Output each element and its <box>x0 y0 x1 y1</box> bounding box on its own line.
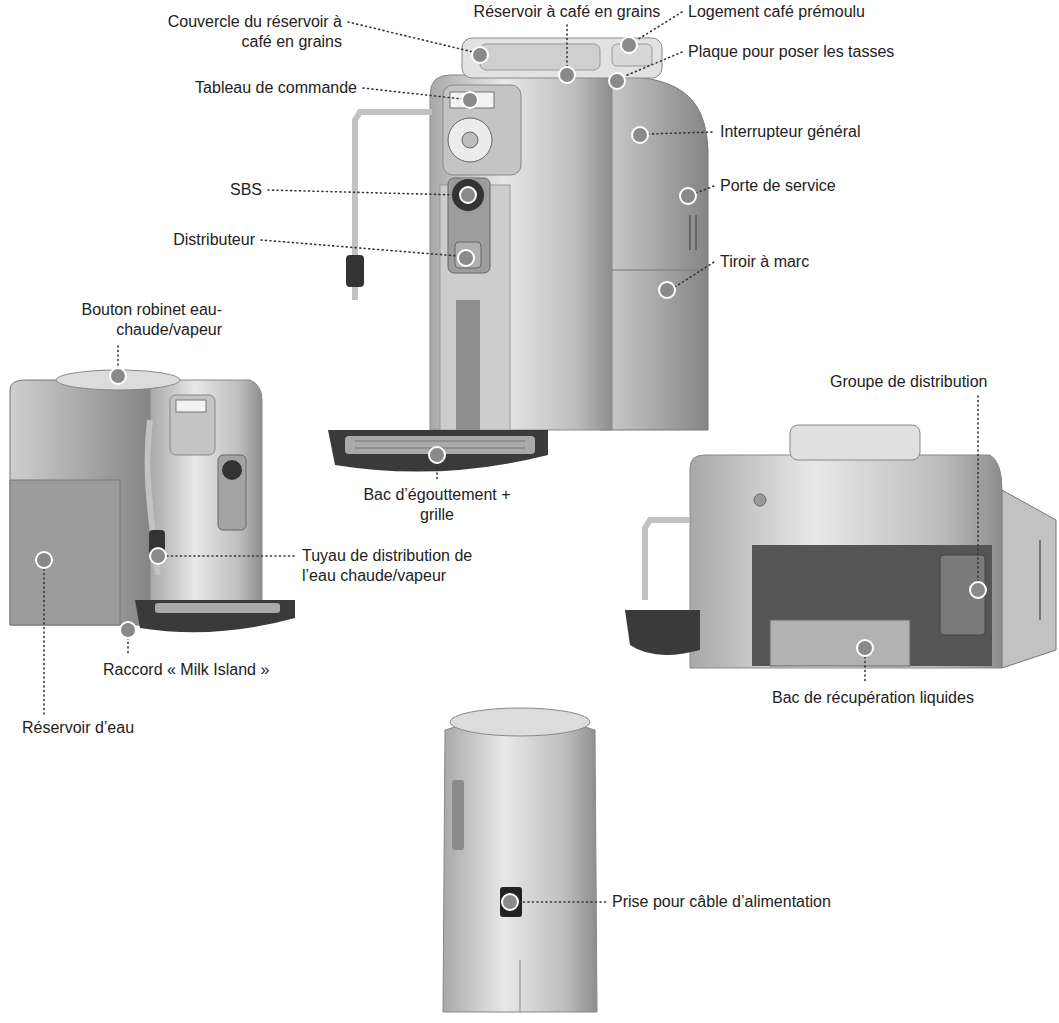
part-label: Logement café prémoulu <box>688 2 865 22</box>
main-machine <box>328 38 708 472</box>
part-label: Porte de service <box>720 176 836 196</box>
part-label: Groupe de distribution <box>830 372 987 392</box>
part-label: SBS <box>230 180 262 200</box>
part-label: Tuyau de distribution de l’eau chaude/va… <box>302 546 502 586</box>
leader-lines <box>44 12 978 902</box>
part-label: Couvercle du réservoir à café en grains <box>147 12 342 52</box>
part-label: Réservoir à café en grains <box>447 2 687 22</box>
part-label: Distributeur <box>173 230 255 250</box>
part-label: Tiroir à marc <box>720 252 809 272</box>
part-label: Bouton robinet eau-chaude/vapeur <box>57 300 222 340</box>
part-label: Bac de récupération liquides <box>772 688 974 708</box>
callout-dots <box>36 37 986 910</box>
left-machine <box>10 370 295 632</box>
part-label: Raccord « Milk Island » <box>103 660 269 680</box>
part-label: Réservoir d’eau <box>22 718 134 738</box>
part-label: Bac d’égouttement + grille <box>355 485 520 525</box>
part-label: Plaque pour poser les tasses <box>688 42 894 62</box>
part-label: Prise pour câble d’alimentation <box>612 892 831 912</box>
part-label: Interrupteur général <box>720 122 861 142</box>
back-machine <box>443 708 597 1012</box>
right-machine <box>625 425 1056 668</box>
part-label: Tableau de commande <box>195 78 357 98</box>
